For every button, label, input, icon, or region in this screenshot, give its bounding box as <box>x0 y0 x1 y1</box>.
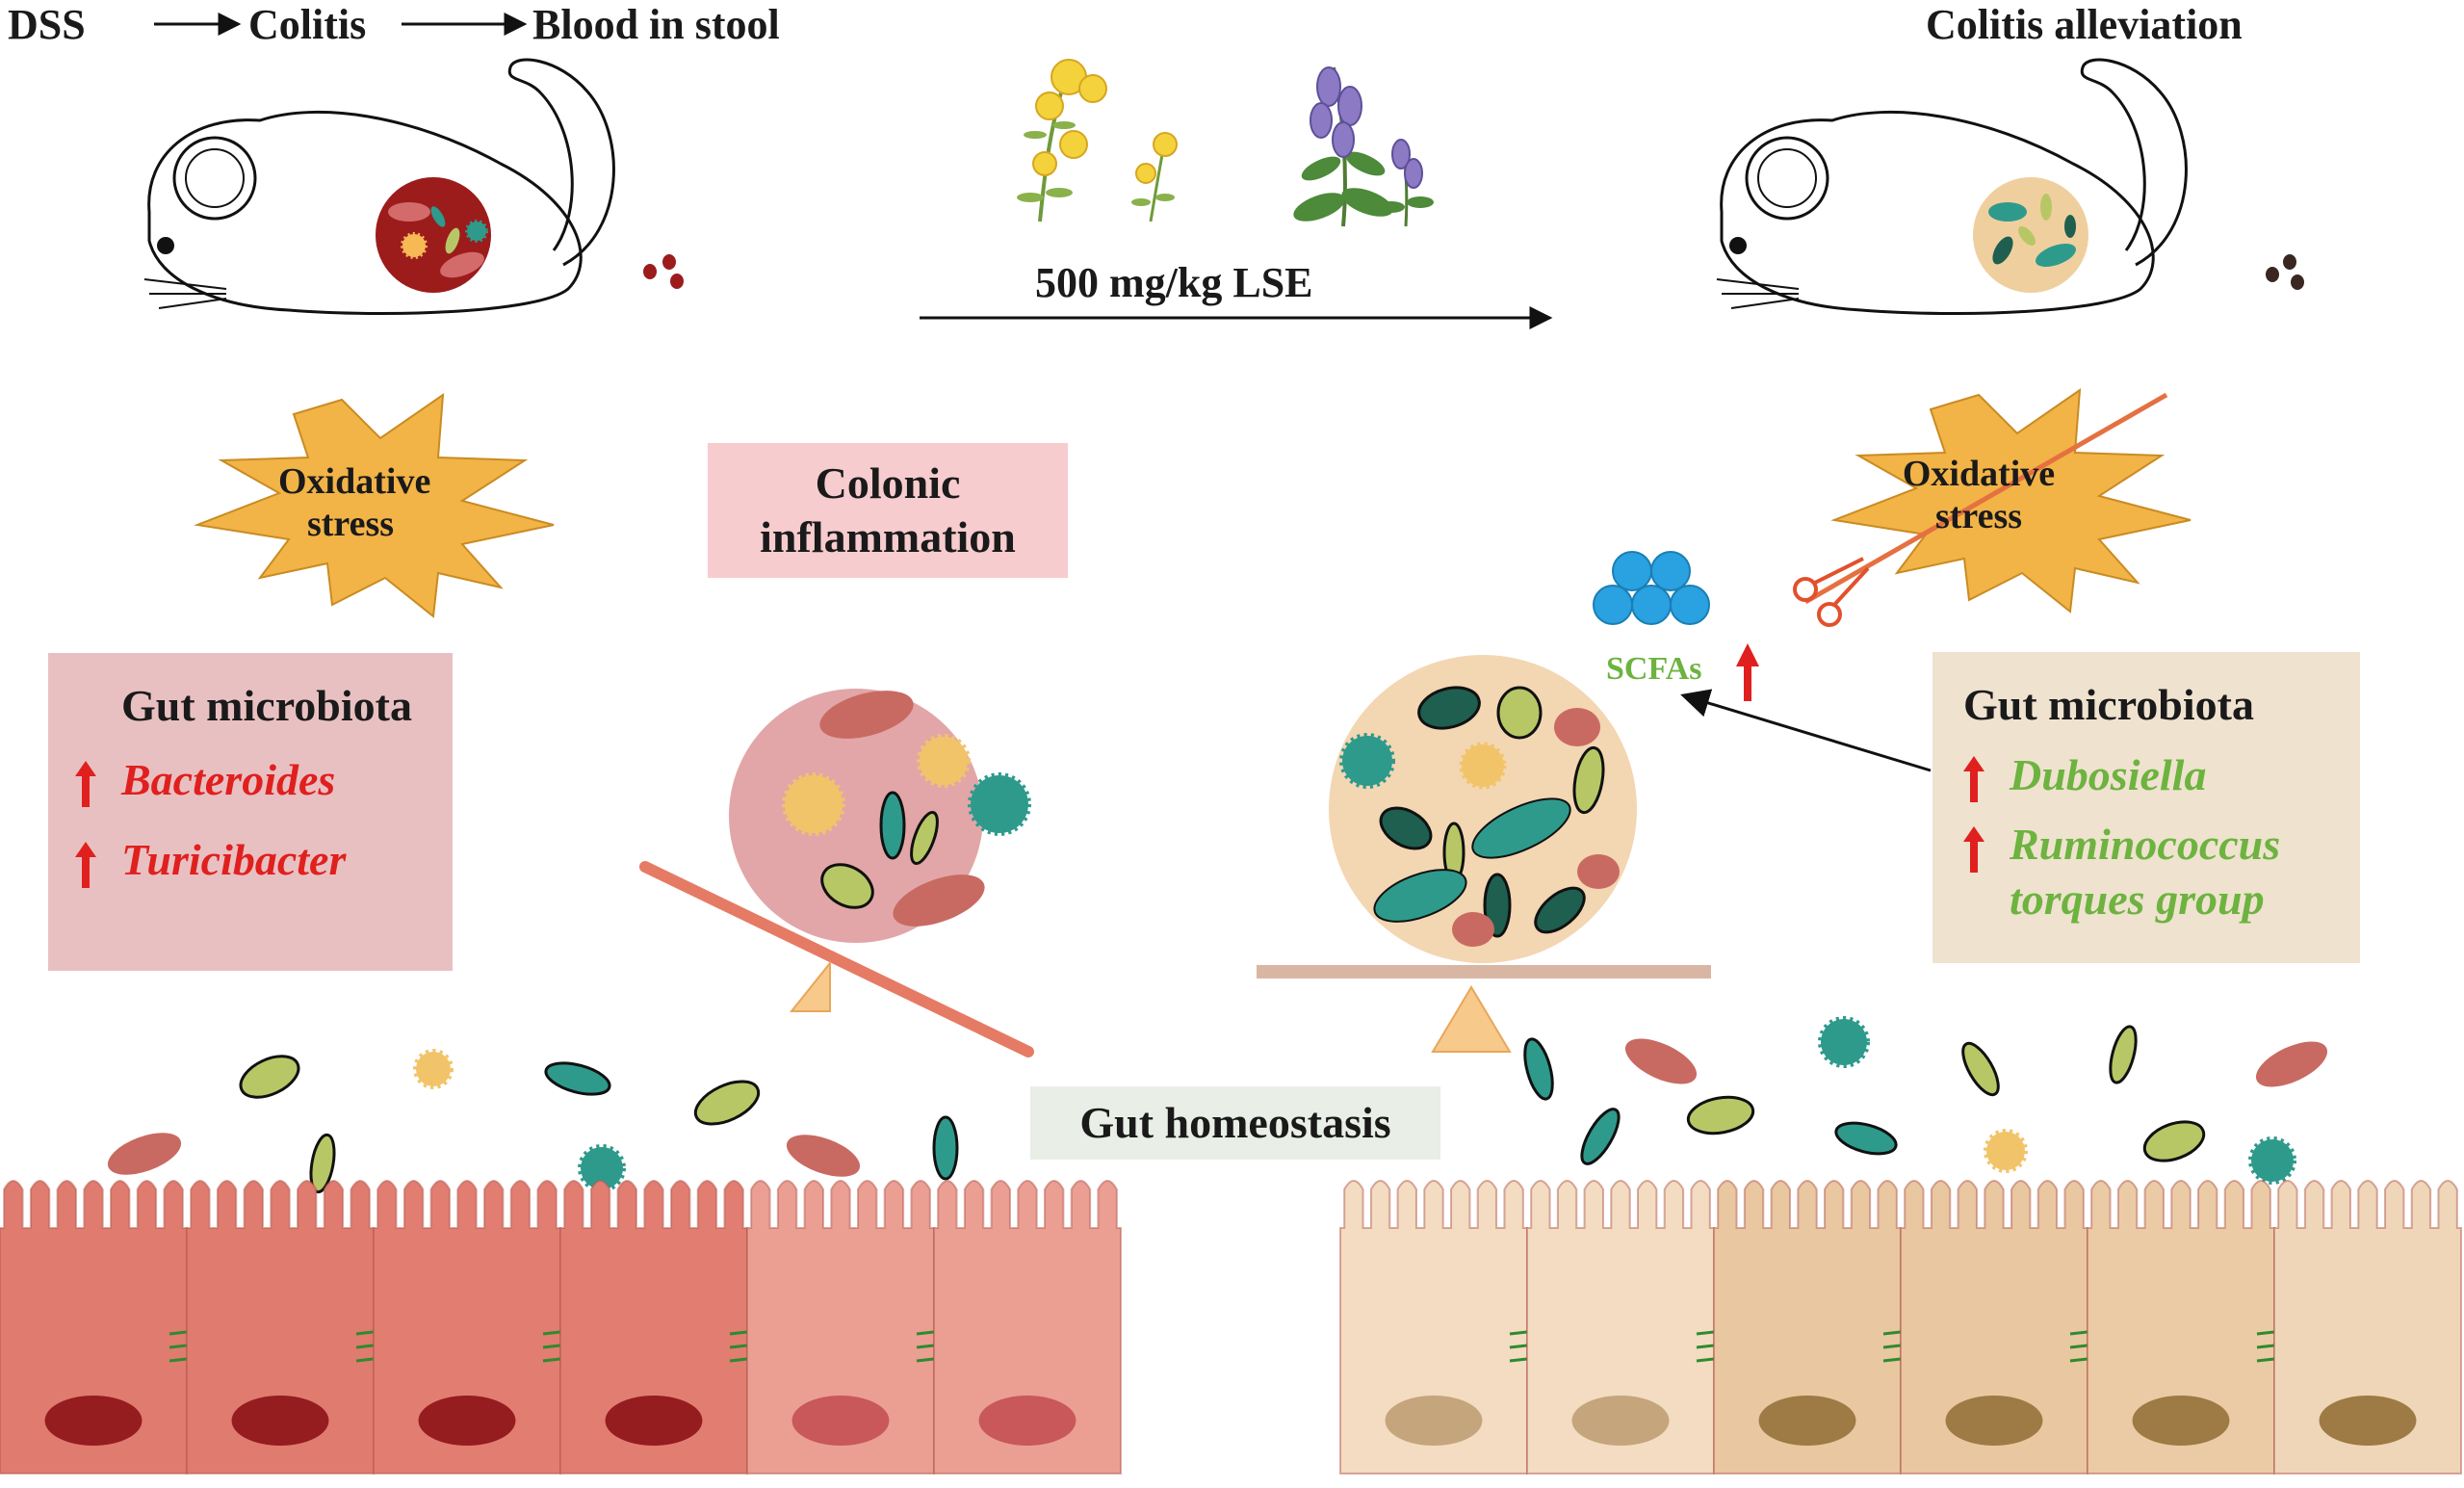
mouse-alleviated <box>1716 58 2188 316</box>
stress-line-2: stress <box>1934 496 2023 536</box>
epithelial-cell <box>0 1180 205 1475</box>
header-step-blood: Blood in stool <box>532 1 780 48</box>
normal-stool <box>2266 254 2304 290</box>
stress-line-1: Oxidative <box>1902 454 2056 494</box>
treatment-label: 500 mg/kg LSE <box>1035 259 1313 306</box>
colonic-inflammation-box: Colonic inflammation <box>708 443 1068 578</box>
gut-homeostasis-label: Gut homeostasis <box>1030 1086 1440 1160</box>
scfa-up-arrow <box>1736 643 1759 701</box>
stress-line-2: stress <box>306 504 395 544</box>
header-result: Colitis alleviation <box>1926 1 2243 48</box>
microbiota-title: Gut microbiota <box>121 681 412 730</box>
microbiota-item-label-2: torques group <box>2010 874 2265 924</box>
epithelial-cell <box>373 1180 579 1475</box>
microbiota-item-label: Dubosiella <box>2010 750 2207 799</box>
epithelial-cell <box>746 1180 952 1475</box>
scfa-molecules <box>1593 551 1710 625</box>
stress-line-1: Oxidative <box>278 461 431 502</box>
dysbiosis-bacteria <box>782 691 1031 927</box>
up-arrow-icon <box>75 761 96 808</box>
epithelial-cell <box>1339 1180 1545 1475</box>
gut-microbiota-box-left: Gut microbiota Bacteroides Turicibacter <box>48 653 453 971</box>
epithelial-cell <box>1900 1180 2106 1475</box>
seesaw-beam-left <box>639 861 1034 1057</box>
seesaw-fulcrum-left <box>789 960 831 1012</box>
up-arrow-icon <box>1963 825 1984 873</box>
balance-fulcrum-right <box>1431 985 1512 1053</box>
scattered-bacteria-left <box>107 1049 959 1194</box>
epithelial-cell <box>1713 1180 1919 1475</box>
epithelial-cell <box>1526 1180 1732 1475</box>
gut-microbiota-box-right: Gut microbiota Dubosiella Ruminococcus t… <box>1932 652 2360 963</box>
epithelial-cell <box>559 1180 765 1475</box>
oxidative-stress-label-left: Oxidative stress <box>278 460 431 545</box>
microbiota-item-dubosiella: Dubosiella <box>1963 749 2360 803</box>
epithelium-damaged <box>0 1180 1122 1475</box>
up-arrow-icon <box>75 841 96 888</box>
epithelial-cell <box>2273 1180 2462 1475</box>
mouse-colitis <box>143 58 615 316</box>
up-arrow-icon <box>1963 756 1984 803</box>
healthy-bacteria <box>1339 686 1620 947</box>
microbiota-item-turicibacter: Turicibacter <box>75 834 453 888</box>
blood-stool <box>643 254 684 289</box>
oxidative-stress-star-left <box>194 392 555 618</box>
scissors-icon <box>1793 557 1870 627</box>
inflammation-line-2: inflammation <box>760 512 1016 561</box>
header-step-colitis: Colitis <box>248 1 367 48</box>
oxidative-stress-label-right: Oxidative stress <box>1892 453 2065 537</box>
microbiota-to-scfa-arrow <box>1680 689 1932 772</box>
microbiota-item-label: Bacteroides <box>121 755 336 804</box>
epithelium-healthy <box>1339 1180 2462 1475</box>
microbiota-item-bacteroides: Bacteroides <box>75 754 453 808</box>
inflammation-line-1: Colonic <box>815 458 961 508</box>
epithelial-cell <box>2087 1180 2293 1475</box>
scattered-bacteria-right <box>1523 1016 2328 1185</box>
epithelial-cell <box>933 1180 1122 1475</box>
epithelial-cell <box>186 1180 392 1475</box>
oxidative-stress-star-right <box>1830 387 2192 613</box>
herb-illustration <box>1017 59 1434 227</box>
microbiota-item-label: Ruminococcus <box>2010 820 2281 870</box>
microbiota-title: Gut microbiota <box>1963 680 2254 729</box>
balance-beam-right <box>1257 965 1711 979</box>
header-step-dss: DSS <box>8 1 86 48</box>
scfa-label: SCFAs <box>1606 651 1702 687</box>
microbiota-item-label: Turicibacter <box>121 835 347 885</box>
microbiota-item-ruminococcus: Ruminococcus torques group <box>1963 818 2360 926</box>
stress-strike-line <box>1803 392 2168 605</box>
